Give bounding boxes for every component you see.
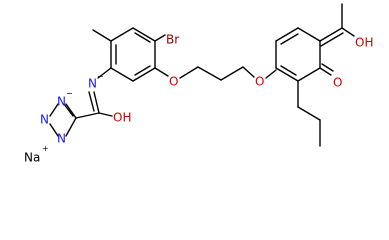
bond-c-oh [98, 112, 113, 117]
chemical-structure-diagram: Br N − OH N − N N N Na + O O [24, 3, 373, 165]
nitrogen-charge: − [97, 72, 104, 81]
exocyclic-bond [319, 27, 343, 42]
tetrazole-n2: N [40, 113, 49, 127]
propyl-linker [179, 66, 255, 81]
exocyclic-double [320, 32, 344, 47]
sodium-charge: + [42, 144, 49, 153]
tetrazole-n1: N [57, 95, 66, 109]
ketone-double [321, 63, 334, 72]
bond-o-ring [265, 69, 277, 79]
sodium-ion: Na [24, 151, 40, 165]
bromine-atom: Br [166, 33, 179, 47]
left-benzene-ring [110, 27, 156, 82]
hydroxyl-group: OH [355, 36, 373, 50]
bond-n-c-double [88, 91, 95, 112]
molecule-canvas: Br N − OH N − N N N Na + O O [24, 3, 374, 165]
bond-c-oh-right [341, 27, 355, 37]
tetrazole-n3: N [57, 132, 66, 146]
ether-oxygen-right: O [255, 75, 264, 89]
amide-hydroxyl: OH [113, 111, 131, 125]
tetrazole-charge: − [66, 89, 73, 98]
ketone-oxygen: O [333, 76, 342, 90]
ether-oxygen-left: O [169, 75, 178, 89]
bond-c-br [154, 34, 166, 42]
propyl-substituent [297, 80, 321, 147]
amide-nitrogen: N [88, 77, 97, 91]
right-ring [275, 27, 321, 82]
ketone-bond [319, 67, 332, 76]
tetrazole-ring [49, 103, 100, 137]
bond-n-c [93, 91, 100, 114]
bond-ring-o [154, 67, 169, 77]
bond-ring-n [97, 67, 112, 79]
methyl-bond [92, 29, 112, 42]
